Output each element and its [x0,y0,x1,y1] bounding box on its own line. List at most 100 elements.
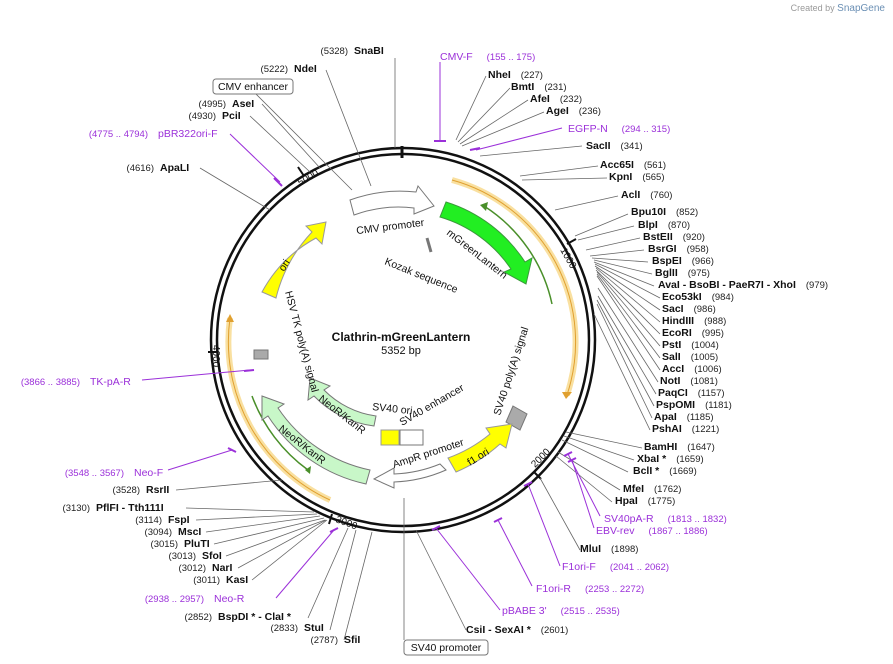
primer[interactable]: (3866 .. 3885)TK-pA-R [21,376,131,388]
restriction-site[interactable]: BlpI(870) [638,219,690,231]
tick-label: 2000 [529,446,553,470]
restriction-site[interactable]: (3011)KasI [193,574,248,586]
restriction-site[interactable]: BspEI (966) [652,255,714,267]
feature-neor-kanr-inner[interactable] [307,377,377,427]
restriction-site[interactable]: AclI(760) [621,189,672,201]
site-coordinate: (966) [692,256,714,267]
restriction-site[interactable]: NheI(227) [488,69,543,81]
restriction-site[interactable]: Eco53kI(984) [662,291,734,303]
site-name: AccI [662,363,684,375]
site-coordinate: (565) [642,172,664,183]
primer[interactable]: (4775 .. 4794)pBR322ori-F [89,128,218,140]
feature-ampr-promoter[interactable] [372,463,447,489]
primer[interactable]: EBV-rev(1867 .. 1886) [596,525,708,537]
restriction-site[interactable]: (3114)FspI [135,514,189,526]
restriction-site[interactable]: MfeI(1762) [623,483,681,495]
restriction-site[interactable]: HindIII(988) [662,315,726,327]
feature-sv40-ori[interactable] [380,429,400,446]
restriction-site[interactable]: AccI(1006) [662,363,722,375]
restriction-site[interactable]: (5328)SnaBI [321,45,384,57]
restriction-site[interactable]: HpaI(1775) [615,495,675,507]
restriction-site[interactable]: MluI(1898) [580,543,638,555]
restriction-site[interactable]: AfeI(232) [530,93,582,105]
restriction-site[interactable]: ApaI(1185) [654,411,714,423]
restriction-site[interactable]: SacI(986) [662,303,716,315]
restriction-site[interactable]: (3094)MscI [145,526,202,538]
feature-kozak-sequence[interactable] [425,237,433,253]
restriction-site[interactable]: BglII(975) [655,267,710,279]
restriction-site[interactable]: (4995)AseI [199,98,255,110]
site-name: AvaI - BsoBI - PaeR7I - XhoI [658,279,796,291]
feature-sv40-enhancer[interactable] [399,429,424,446]
snapgene-brand: Created by SnapGene [790,3,885,14]
feature-label-kozak: Kozak sequence [383,256,460,296]
site-coordinate: (1081) [690,376,717,387]
restriction-site[interactable]: SalI(1005) [662,351,718,363]
restriction-site[interactable]: (2787)SfiI [311,634,361,646]
plasmid-name: Clathrin-mGreenLantern [332,330,471,344]
restriction-site[interactable]: (3130)PflFI - Tth111I [63,502,164,514]
site-name: CsiI - SexAI * [466,624,532,636]
primer-range: (2938 .. 2957) [145,594,204,605]
restriction-site[interactable]: BamHI(1647) [644,441,715,453]
site-name: BspEI [652,255,682,267]
site-coordinate: (4616) [127,163,154,174]
site-coordinate: (1004) [691,340,718,351]
restriction-site[interactable]: (3013)SfoI [169,550,222,562]
restriction-site[interactable]: XbaI *(1659) [637,453,704,465]
restriction-site[interactable]: PaqCI(1157) [658,387,725,399]
primer[interactable]: SV40pA-R(1813 .. 1832) [604,513,727,525]
restriction-site[interactable]: (3012)NarI [179,562,233,574]
restriction-site[interactable]: CsiI - SexAI *(2601) [466,624,568,636]
restriction-site[interactable]: Bpu10I(852) [631,206,698,218]
primer[interactable]: (2938 .. 2957)Neo-R [145,593,245,605]
site-coordinate: (3011) [193,575,220,586]
site-name: PspOMI [656,399,695,411]
feature-mgreenlantern[interactable] [439,201,533,285]
orf-inner-arcs [251,202,553,474]
restriction-site[interactable]: KpnI(565) [609,171,665,183]
site-name: BsrGI [648,243,677,255]
restriction-site[interactable]: NotI(1081) [660,375,718,387]
primer-range: (2041 .. 2062) [610,562,669,573]
feature-hsv-tk-polya[interactable] [253,349,269,360]
restriction-site[interactable]: Acc65I(561) [600,159,666,171]
restriction-site[interactable]: (4930)PciI [189,110,241,122]
primer[interactable]: pBABE 3'(2515 .. 2535) [502,605,620,617]
primer[interactable]: EGFP-N(294 .. 315) [568,123,670,135]
primer-range: (294 .. 315) [622,124,671,135]
restriction-site[interactable]: PstI(1004) [662,339,719,351]
primer[interactable]: F1ori-F(2041 .. 2062) [562,561,669,573]
site-name: BmtI [511,81,534,93]
restriction-site[interactable]: (3528)RsrII [113,484,170,496]
restriction-site[interactable]: BstEII(920) [643,231,705,243]
primer[interactable]: CMV-F(155 .. 175) [440,51,535,63]
feature-f1-ori[interactable] [447,423,513,473]
restriction-site[interactable]: BclI *(1669) [633,465,697,477]
restriction-site[interactable]: PshAI(1221) [652,423,719,435]
primer[interactable]: (3548 .. 3567)Neo-F [65,467,163,479]
restriction-site[interactable]: (2852)BspDI * - ClaI * [185,611,292,623]
site-coordinate: (1659) [676,454,703,465]
restriction-site[interactable]: (4616)ApaLI [127,162,190,174]
restriction-site[interactable]: AvaI - BsoBI - PaeR7I - XhoI(979) [658,279,828,291]
feature-neor-kanr-outer[interactable] [261,395,371,485]
restriction-site[interactable]: EcoRI(995) [662,327,724,339]
site-coordinate: (3094) [145,527,172,538]
restriction-site[interactable]: PspOMI(1181) [656,399,732,411]
restriction-site[interactable]: AgeI(236) [546,105,601,117]
site-name: MfeI [623,483,644,495]
restriction-site[interactable]: (2833)StuI [271,622,324,634]
restriction-site[interactable]: BsrGI(958) [648,243,709,255]
feature-ori[interactable] [261,221,327,299]
restriction-site[interactable]: BmtI(231) [511,81,567,93]
restriction-site[interactable]: SacII(341) [586,140,643,152]
primer-name: EBV-rev [596,525,635,537]
backbone [209,146,597,534]
site-name: SalI [662,351,681,363]
restriction-site[interactable]: (3015)PluTI [151,538,210,550]
primer-range: (2515 .. 2535) [561,606,620,617]
primer[interactable]: F1ori-R(2253 .. 2272) [536,583,644,595]
restriction-site[interactable]: (5222)NdeI [261,63,317,75]
feature-cmv-promoter[interactable] [349,184,435,216]
